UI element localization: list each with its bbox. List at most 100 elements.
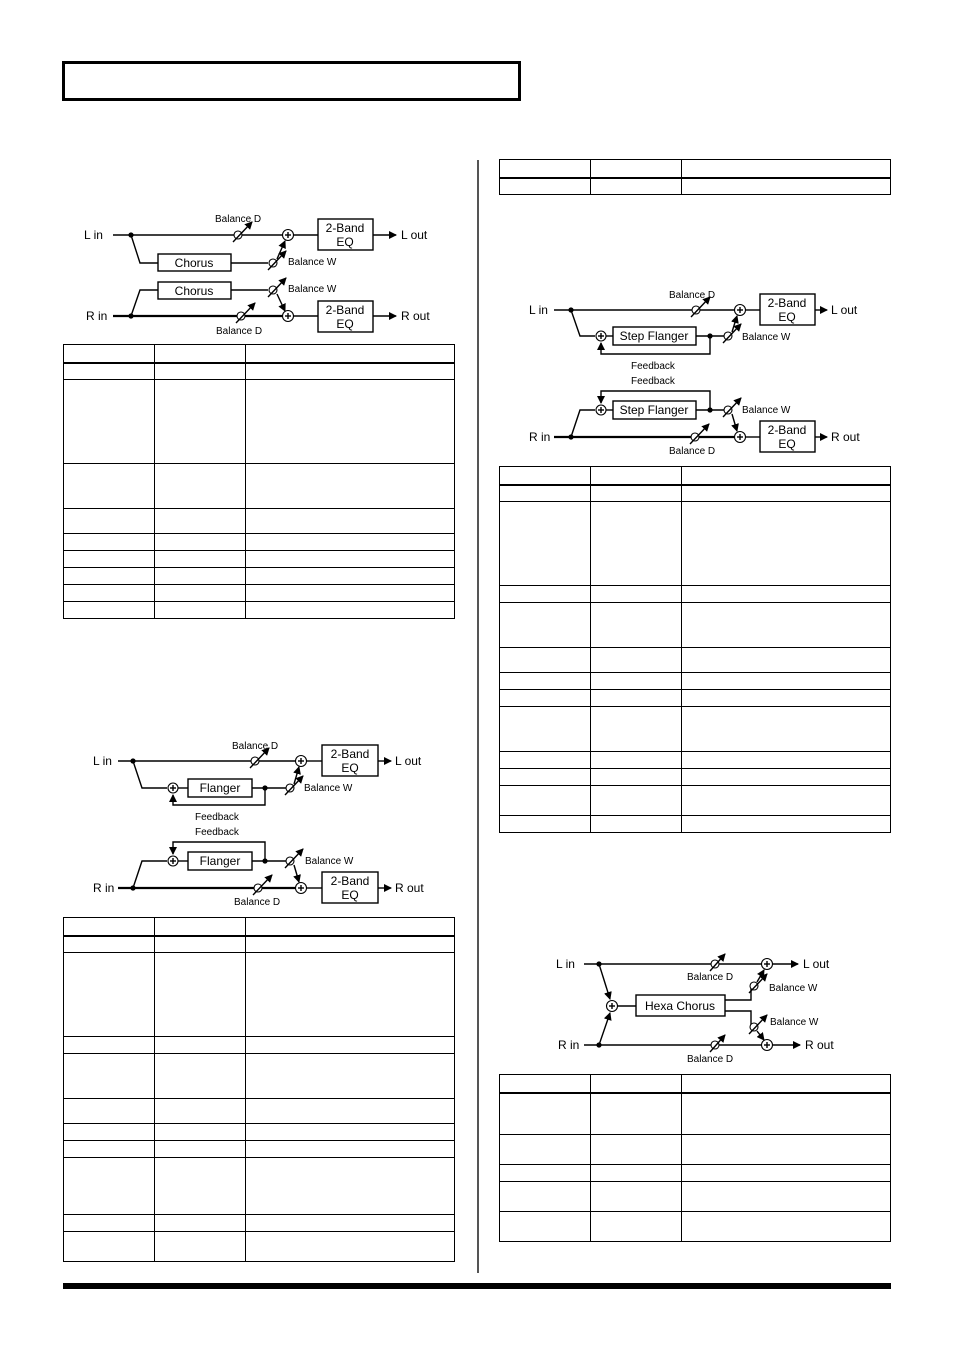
r-in-label: R in [93, 881, 114, 895]
l-in-label: L in [93, 754, 112, 768]
table-row [63, 584, 455, 602]
table-cell [63, 601, 155, 619]
table-cell [63, 1053, 155, 1099]
table-cell [681, 647, 891, 673]
table-cell [154, 1140, 246, 1158]
svg-text:2-Band: 2-Band [768, 423, 807, 437]
table-row [499, 501, 891, 586]
svg-text:EQ: EQ [341, 888, 358, 902]
table-cell [590, 785, 682, 816]
balance-d-l-label: Balance D [232, 741, 278, 752]
balance-d-r-label: Balance D [216, 326, 262, 337]
table-header-cell [154, 344, 246, 364]
balance-w-r-label: Balance W [288, 284, 337, 295]
footer-rule [63, 1283, 891, 1289]
table-cell [499, 647, 591, 673]
r-in-label: R in [558, 1038, 579, 1052]
table-row [499, 1164, 891, 1182]
table-cell [590, 501, 682, 586]
table-row [63, 952, 455, 1037]
table-row [63, 1053, 455, 1099]
svg-text:2-Band: 2-Band [326, 303, 365, 317]
table-cell [590, 768, 682, 786]
table-cell [245, 935, 455, 953]
chorus-block-diagram: L in Chorus Balance D Balance W 2-Band E… [84, 214, 430, 337]
r-in-label: R in [529, 430, 550, 444]
table-row [499, 647, 891, 673]
table-row [499, 585, 891, 603]
feedback-r-label: Feedback [631, 376, 676, 387]
table-cell [63, 584, 155, 602]
table-cell [590, 647, 682, 673]
table-cell [245, 601, 455, 619]
table-row [499, 672, 891, 690]
balance-w-l-label: Balance W [742, 332, 791, 343]
chorus-r-label: Chorus [175, 284, 214, 298]
svg-text:EQ: EQ [336, 317, 353, 331]
table-cell [154, 1157, 246, 1215]
balance-d-l-label: Balance D [215, 214, 261, 225]
table-cell [681, 484, 891, 502]
table-cell [63, 463, 155, 509]
table-cell [499, 672, 591, 690]
table-cell [590, 1211, 682, 1242]
svg-text:2-Band: 2-Band [768, 296, 807, 310]
table-header-cell [499, 1074, 591, 1094]
chorus-parameter-table [63, 344, 455, 619]
table-header-row [499, 466, 891, 486]
eq-r-box [321, 871, 379, 904]
table-row [63, 508, 455, 534]
table-cell [63, 1098, 155, 1124]
table-cell [590, 751, 682, 769]
svg-text:2-Band: 2-Band [331, 747, 370, 761]
table-cell [681, 602, 891, 648]
flanger-parameter-table [63, 917, 455, 1262]
table-cell [245, 1231, 455, 1262]
table-row [499, 1211, 891, 1242]
table-cell [245, 1123, 455, 1141]
table-header-cell [63, 344, 155, 364]
balance-w-l-label: Balance W [304, 783, 353, 794]
table-cell [245, 533, 455, 551]
table-row [63, 1140, 455, 1158]
table-cell [499, 815, 591, 833]
l-out-label: L out [401, 228, 428, 242]
table-cell [681, 177, 891, 195]
table-header-cell [154, 917, 246, 937]
table-cell [154, 508, 246, 534]
table-cell [499, 602, 591, 648]
table-cell [154, 1214, 246, 1232]
table-cell [681, 689, 891, 707]
table-cell [590, 585, 682, 603]
table-row [63, 1231, 455, 1262]
table-header-cell [681, 159, 891, 179]
table-cell [499, 1134, 591, 1165]
table-row [63, 935, 455, 953]
table-cell [499, 706, 591, 752]
table-row [499, 602, 891, 648]
table-row [499, 1092, 891, 1135]
table-cell [245, 1157, 455, 1215]
table-cell [499, 585, 591, 603]
table-row [63, 379, 455, 464]
balance-w-r-label: Balance W [305, 856, 354, 867]
balance-w-r-label: Balance W [742, 405, 791, 416]
r-out-label: R out [831, 430, 860, 444]
table-header-cell [681, 466, 891, 486]
table-cell [681, 585, 891, 603]
table-row [499, 785, 891, 816]
feedback-l-label: Feedback [195, 812, 240, 823]
top-right-parameter-table [499, 159, 891, 195]
table-cell [154, 379, 246, 464]
step-flanger-block-diagram: L in Step Flanger Feedback Balance D Bal… [529, 290, 860, 457]
table-cell [245, 1053, 455, 1099]
table-cell [590, 484, 682, 502]
r-out-label: R out [401, 309, 430, 323]
l-out-label: L out [831, 303, 858, 317]
table-cell [154, 1231, 246, 1262]
table-cell [63, 567, 155, 585]
table-cell [681, 1134, 891, 1165]
table-row [63, 463, 455, 509]
table-row [63, 567, 455, 585]
table-cell [245, 463, 455, 509]
